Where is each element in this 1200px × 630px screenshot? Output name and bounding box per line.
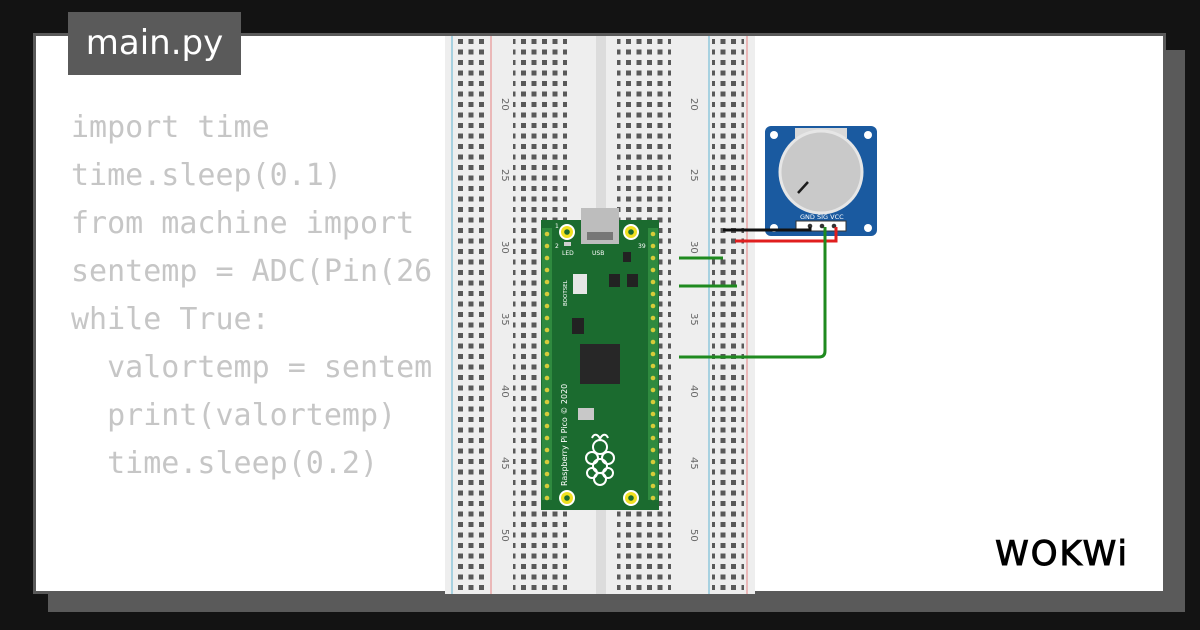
code-line: sentemp = ADC(Pin(26 (71, 254, 433, 289)
row-label-30-right: 30 (688, 241, 699, 254)
row-label-25-right: 25 (688, 169, 699, 182)
rp2040-chip (580, 344, 620, 384)
pico-pin39-label: 39 (638, 243, 646, 250)
potentiometer-module[interactable]: GND SIG VCC (765, 126, 877, 236)
row-label-35: 35 (499, 313, 510, 326)
code-line: import time (71, 110, 270, 145)
row-label-35-right: 35 (688, 313, 699, 326)
row-label-40-right: 40 (688, 385, 699, 398)
code-line: time.sleep(0.2) (71, 446, 379, 481)
pico-pin1-label: 1 (555, 223, 559, 230)
wire-vcc (735, 227, 838, 243)
pico-bootsel-label: BOOTSEL (563, 279, 569, 306)
row-label-50-right: 50 (688, 529, 699, 542)
pico-usb-label: USB (592, 250, 604, 257)
code-preview: import time time.sleep(0.1) from machine i… (71, 104, 432, 488)
wire-signal (679, 227, 827, 359)
power-rail-left-holes (456, 36, 488, 594)
knob-icon[interactable] (778, 129, 864, 215)
wires (679, 227, 838, 359)
file-tab[interactable]: main.py (68, 12, 241, 75)
raspberry-logo-icon (585, 433, 615, 486)
row-label-30: 30 (499, 241, 510, 254)
code-line: while True: (71, 302, 270, 337)
row-label-45: 45 (499, 457, 510, 470)
pico-board[interactable]: 1 2 39 LED USB BOOTSEL Raspberry Pi Pico… (541, 208, 659, 510)
row-label-25: 25 (499, 169, 510, 182)
wire-gnd (723, 227, 812, 232)
row-label-20: 20 (499, 98, 510, 111)
pot-pin-labels: GND SIG VCC (800, 213, 844, 221)
wokwi-logo-text: WOKWi (995, 534, 1129, 574)
breadboard-diagram: 20 25 30 35 40 45 50 20 25 30 35 40 45 5… (445, 36, 755, 594)
pico-name-text: Raspberry Pi Pico © 2020 (560, 384, 569, 486)
wokwi-logo-icon: WOKWi (995, 534, 1129, 575)
row-label-45-right: 45 (688, 457, 699, 470)
led-indicator (564, 242, 571, 246)
bootsel-button[interactable] (573, 274, 587, 294)
row-label-50: 50 (499, 529, 510, 542)
row-label-20-right: 20 (688, 98, 699, 111)
code-line: print(valortemp) (71, 398, 397, 433)
row-label-40: 40 (499, 385, 510, 398)
code-line: valortemp = sentem (71, 350, 433, 385)
pico-pin2-label: 2 (555, 243, 559, 250)
pico-led-label: LED (562, 250, 574, 257)
code-line: from machine import (71, 206, 415, 241)
power-rail-right-holes (712, 36, 744, 594)
code-line: time.sleep(0.1) (71, 158, 342, 193)
